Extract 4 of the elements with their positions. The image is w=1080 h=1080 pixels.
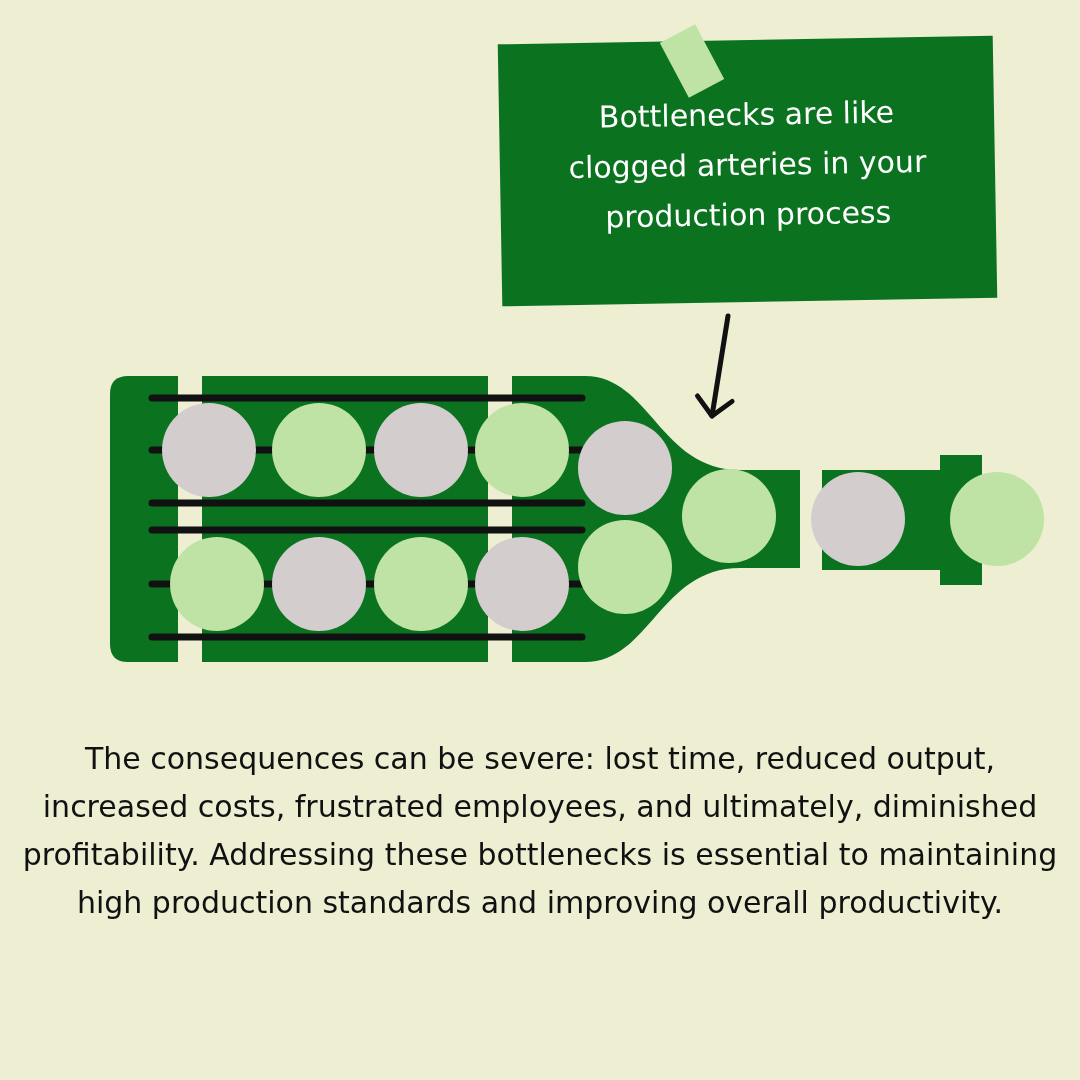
note-text: Bottlenecks are like clogged arteries in your production process bbox=[567, 93, 928, 237]
caption-paragraph: The consequences can be severe: lost time, reduced output, increased costs, frustrated employees, and ultimately, diminished profitability. Addressing these bottlenecks is essential to maintaining high production standards and improving overall productivity. bbox=[21, 740, 1059, 922]
arrow bbox=[695, 313, 735, 419]
bottle-drawing bbox=[110, 376, 1044, 662]
